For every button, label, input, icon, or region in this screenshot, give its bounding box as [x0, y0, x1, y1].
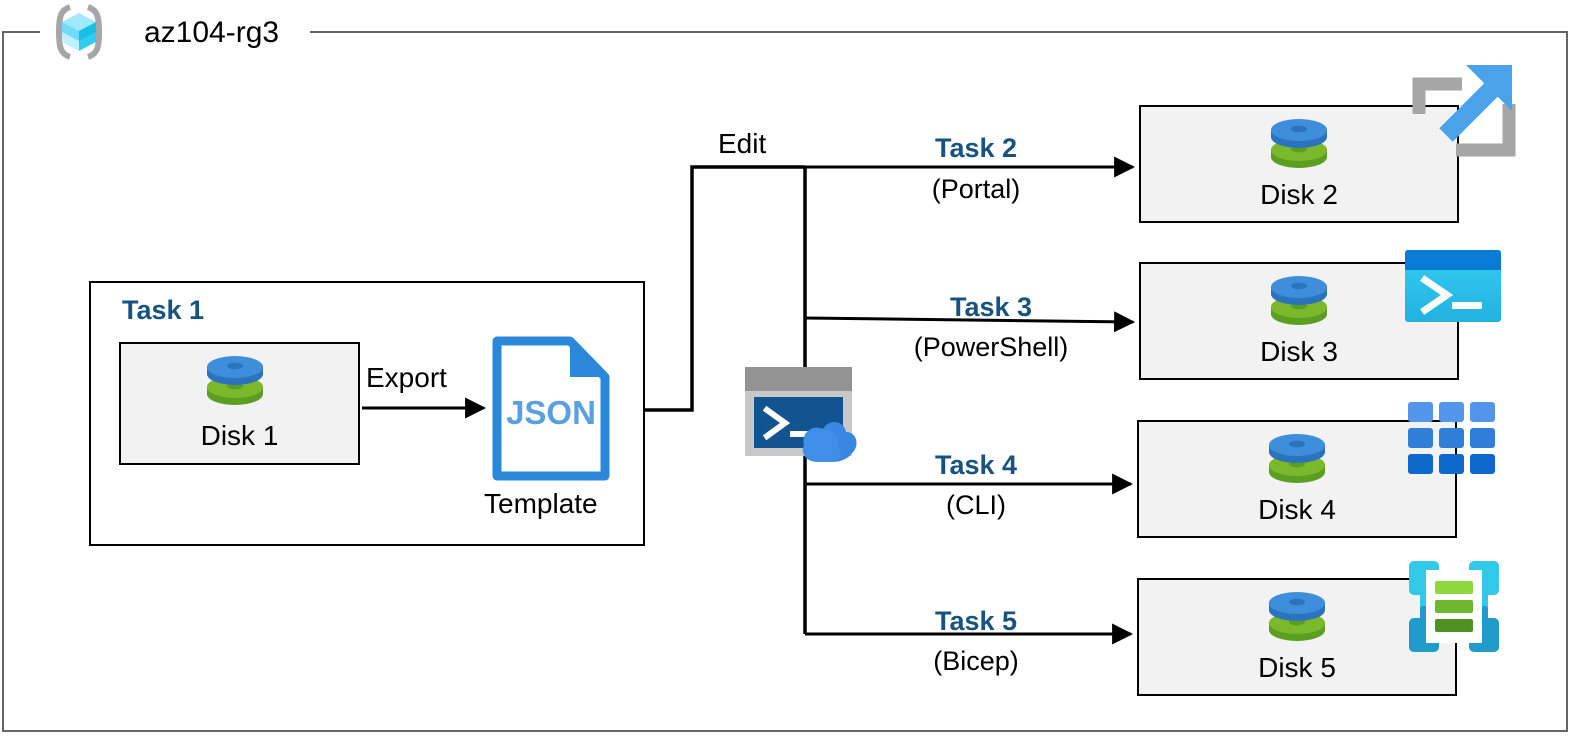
task-5-title: Task 5: [934, 606, 1018, 636]
cloud-shell-icon: [744, 366, 866, 464]
edit-label: Edit: [718, 128, 767, 159]
disk-2-label: Disk 2: [1260, 179, 1338, 210]
disk-stack-icon: [1261, 588, 1333, 650]
resource-group-cube-icon: [48, 4, 110, 60]
disk-2-box: Disk 2: [1139, 105, 1459, 223]
task-4-subtitle: (CLI): [946, 490, 1006, 520]
task-1-title: Task 1: [122, 295, 205, 325]
disk-stack-icon: [1261, 430, 1333, 492]
resource-group-frame: [2, 31, 1568, 732]
disk-stack-icon: [1263, 115, 1335, 177]
task-2-subtitle: (Portal): [931, 174, 1021, 204]
disk-stack-icon: [1263, 272, 1335, 334]
template-label: Template: [484, 488, 598, 519]
azure-cli-icon: [1408, 402, 1496, 476]
azure-portal-icon: [1410, 62, 1518, 168]
task-4-title: Task 4: [934, 450, 1018, 480]
export-label: Export: [366, 362, 447, 393]
task-2-title: Task 2: [934, 133, 1018, 163]
resource-group-label: az104-rg3: [144, 16, 280, 49]
task-3-subtitle: (PowerShell): [913, 332, 1069, 362]
json-template-icon: JSON: [492, 336, 610, 481]
task-3-title: Task 3: [949, 292, 1033, 322]
disk-5-box: Disk 5: [1137, 578, 1457, 696]
task-5-subtitle: (Bicep): [933, 646, 1019, 676]
disk-1-label: Disk 1: [200, 420, 279, 451]
disk-1-box: Disk 1: [119, 342, 360, 465]
svg-text:JSON: JSON: [506, 394, 596, 431]
disk-5-label: Disk 5: [1258, 652, 1336, 683]
bicep-icon: [1406, 558, 1502, 656]
disk-4-label: Disk 4: [1258, 494, 1336, 525]
disk-4-box: Disk 4: [1137, 420, 1457, 538]
disk-3-label: Disk 3: [1260, 336, 1338, 367]
powershell-icon: [1405, 250, 1501, 322]
disk-stack-icon: [199, 352, 271, 414]
